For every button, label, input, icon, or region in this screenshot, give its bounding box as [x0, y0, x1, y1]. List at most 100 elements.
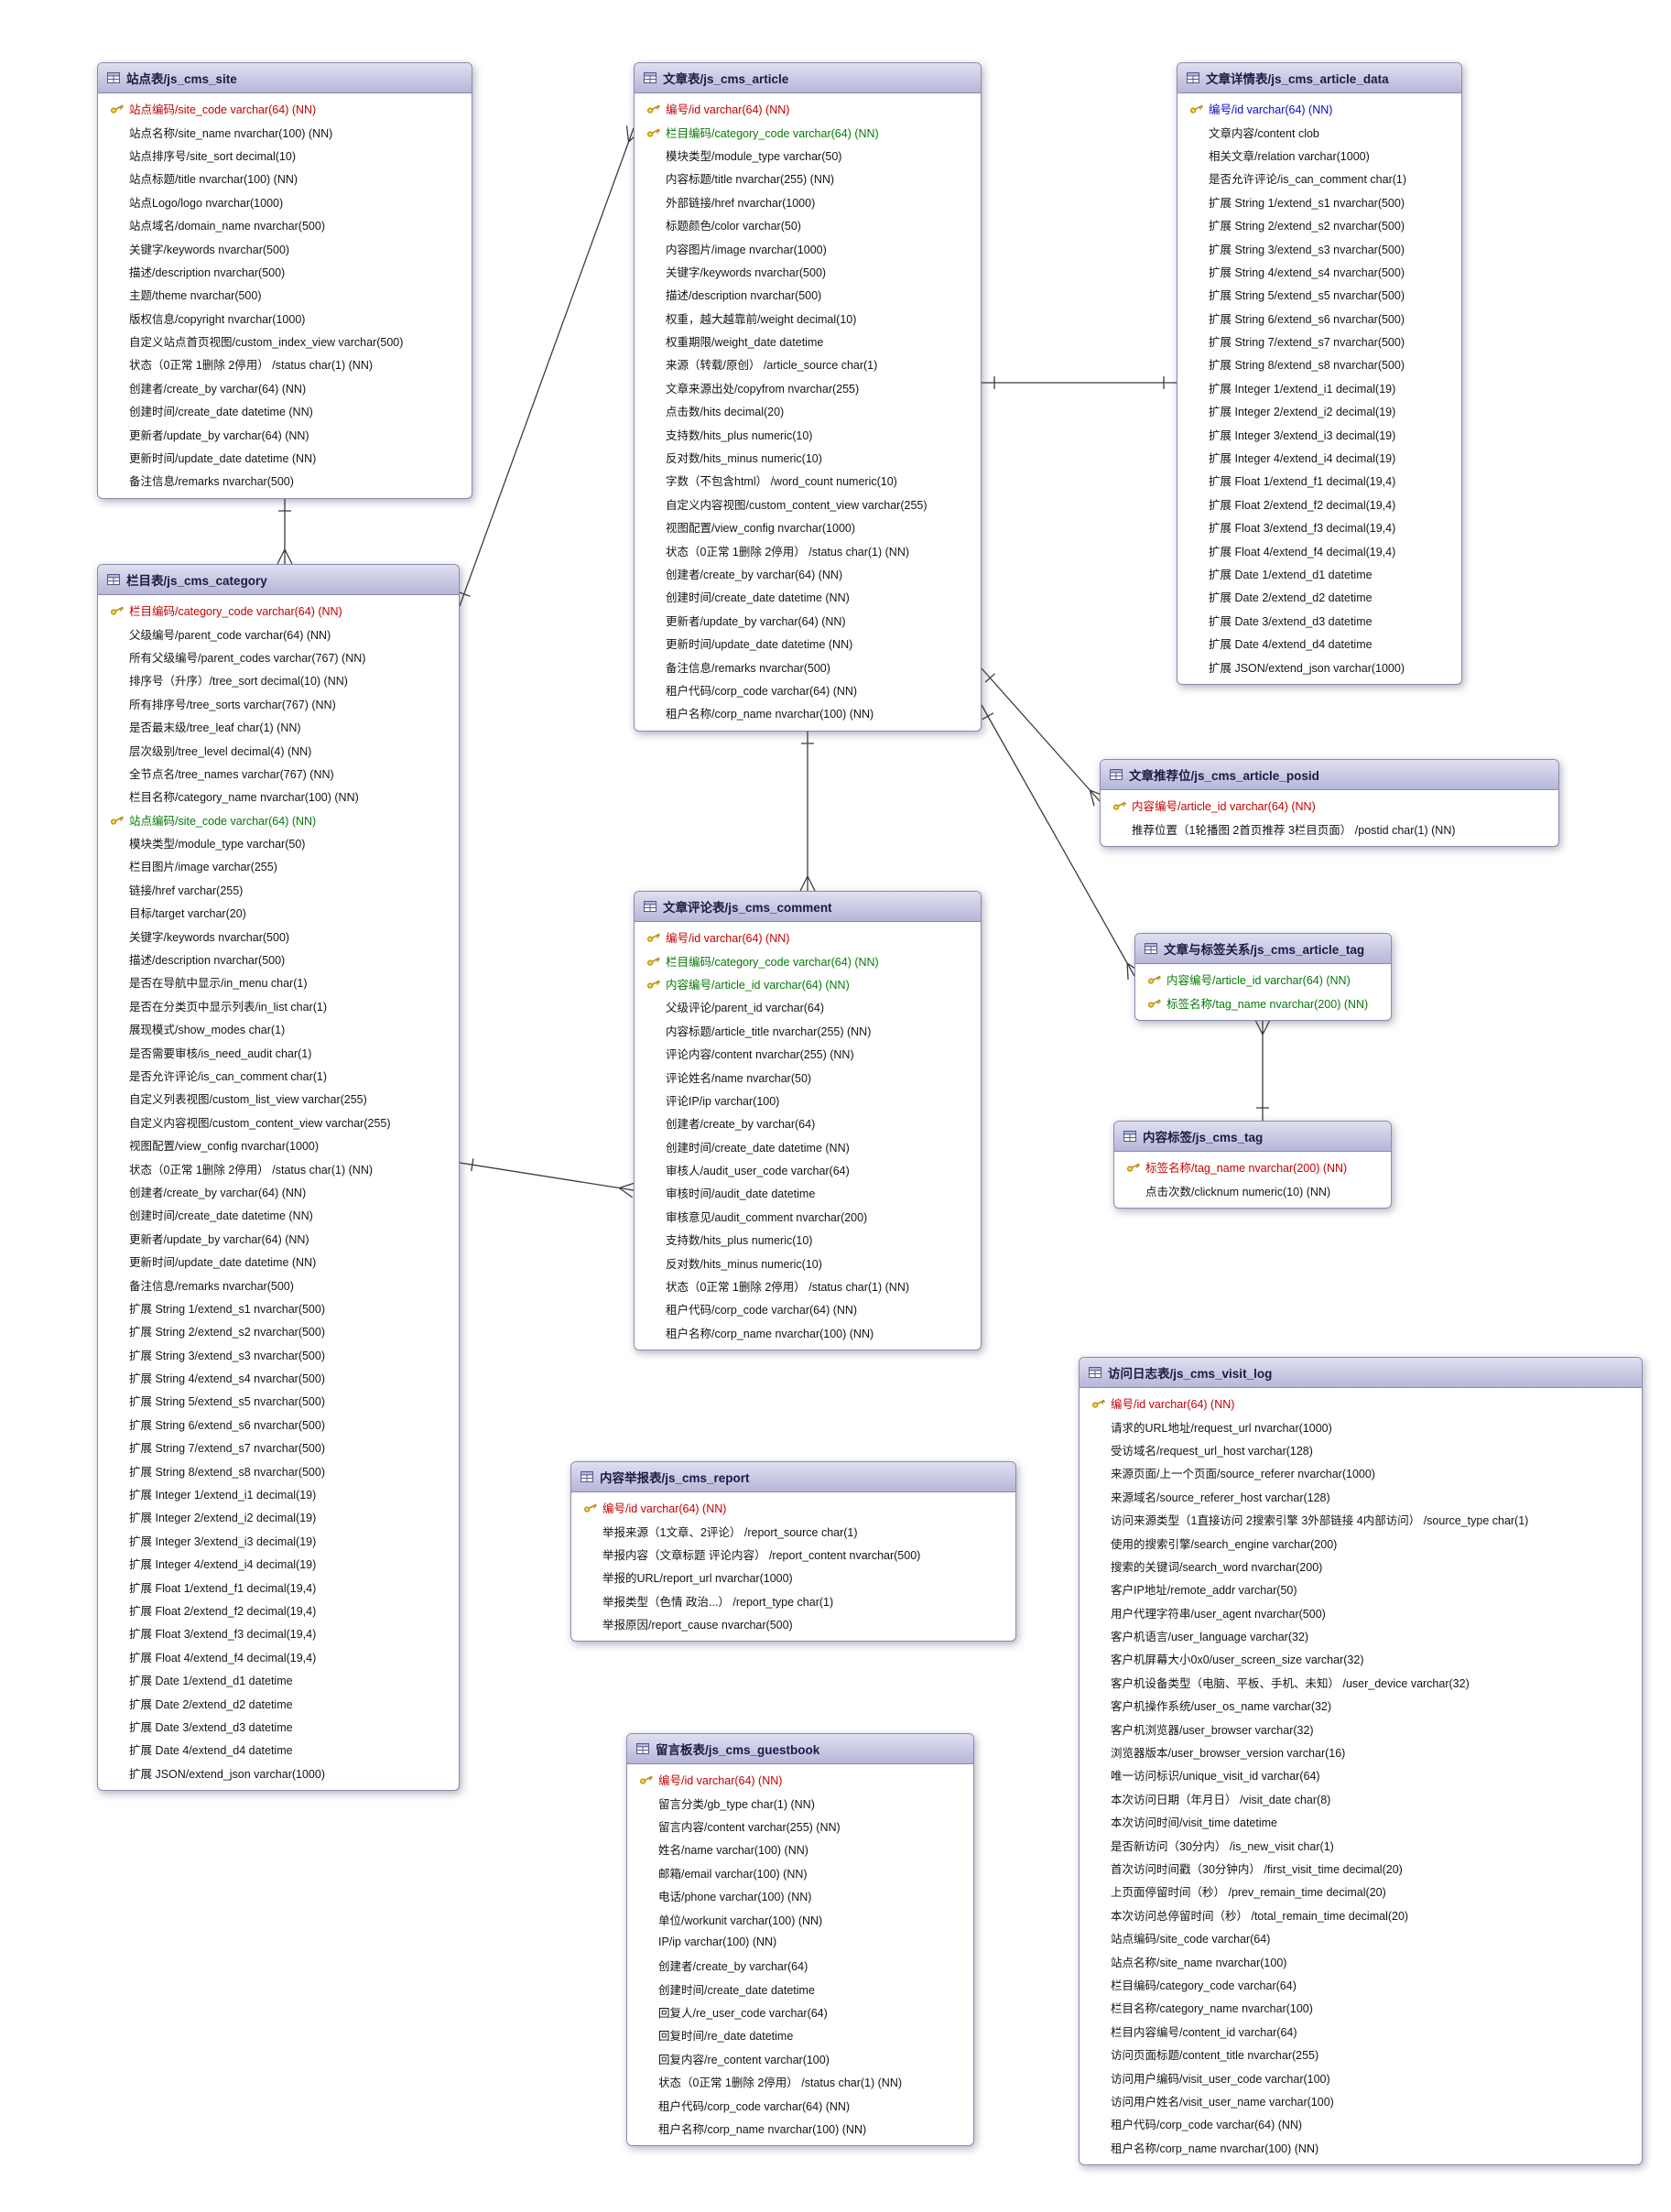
- field-row: 扩展 String 2/extend_s2 nvarchar(500): [1177, 213, 1461, 236]
- key-icon: [104, 605, 129, 615]
- field-label: 反对数/hits_minus numeric(10): [666, 1257, 822, 1271]
- field-list: 编号/id varchar(64) (NN)留言分类/gb_type char(…: [627, 1764, 973, 2140]
- field-row: 扩展 String 3/extend_s3 nvarchar(500): [1177, 236, 1461, 259]
- table-title: 栏目表/js_cms_category: [126, 574, 267, 588]
- table-header: 站点表/js_cms_site: [98, 63, 472, 93]
- table-js_cms_comment[interactable]: 文章评论表/js_cms_comment 编号/id varchar(64) (…: [634, 891, 982, 1351]
- field-list: 编号/id varchar(64) (NN)栏目编码/category_code…: [635, 93, 981, 725]
- field-row: 内容标题/title nvarchar(255) (NN): [635, 167, 981, 190]
- table-icon: [636, 1743, 649, 1754]
- table-js_cms_visit_log[interactable]: 访问日志表/js_cms_visit_log 编号/id varchar(64)…: [1079, 1357, 1643, 2165]
- table-icon: [1110, 769, 1123, 780]
- field-label: 客户机浏览器/user_browser varchar(32): [1111, 1723, 1314, 1737]
- field-label: 排序号（升序）/tree_sort decimal(10) (NN): [129, 675, 348, 689]
- table-js_cms_category[interactable]: 栏目表/js_cms_category 栏目编码/category_code v…: [97, 564, 460, 1791]
- table-js_cms_report[interactable]: 内容举报表/js_cms_report 编号/id varchar(64) (N…: [570, 1461, 1016, 1643]
- field-label: 扩展 Float 3/extend_f3 decimal(19,4): [1209, 522, 1396, 536]
- field-label: 描述/description nvarchar(500): [129, 954, 286, 968]
- field-label: 标签名称/tag_name nvarchar(200) (NN): [1145, 1162, 1348, 1176]
- field-row: 视图配置/view_config nvarchar(1000): [98, 1133, 459, 1156]
- field-label: 受访域名/request_url_host varchar(128): [1111, 1444, 1313, 1458]
- field-label: 备注信息/remarks nvarchar(500): [666, 661, 830, 675]
- field-row: 排序号（升序）/tree_sort decimal(10) (NN): [98, 668, 459, 691]
- field-label: 租户名称/corp_name nvarchar(100) (NN): [1111, 2142, 1319, 2155]
- field-label: 状态（0正常 1删除 2停用） /status char(1) (NN): [129, 359, 374, 373]
- table-js_cms_tag[interactable]: 内容标签/js_cms_tag 标签名称/tag_name nvarchar(2…: [1113, 1121, 1392, 1209]
- field-label: 自定义内容视图/custom_content_view varchar(255): [129, 1116, 391, 1130]
- field-label: 创建者/create_by varchar(64) (NN): [129, 1186, 307, 1199]
- field-row: 首次访问时间戳（30分钟内） /first_visit_time decimal…: [1080, 1857, 1642, 1880]
- field-label: 文章内容/content clob: [1209, 126, 1319, 140]
- field-label: 是否允许评论/is_can_comment char(1): [129, 1070, 328, 1083]
- field-label: 扩展 String 8/extend_s8 nvarchar(500): [1209, 359, 1405, 373]
- field-row: 留言内容/content varchar(255) (NN): [627, 1815, 973, 1838]
- field-label: 访问页面标题/content_title nvarchar(255): [1111, 2049, 1319, 2063]
- field-row: 扩展 Float 2/extend_f2 decimal(19,4): [98, 1599, 459, 1621]
- field-row: 站点标题/title nvarchar(100) (NN): [98, 167, 472, 190]
- field-label: 唯一访问标识/unique_visit_id varchar(64): [1111, 1770, 1320, 1784]
- field-row: 使用的搜索引擎/search_engine varchar(200): [1080, 1531, 1642, 1554]
- field-row: 创建者/create_by varchar(64) (NN): [635, 562, 981, 585]
- table-js_cms_article_tag[interactable]: 文章与标签关系/js_cms_article_tag 内容编号/article_…: [1134, 933, 1392, 1021]
- field-row: 父级评论/parent_id varchar(64): [635, 995, 981, 1018]
- field-row: 自定义列表视图/custom_list_view varchar(255): [98, 1087, 459, 1110]
- field-row: 栏目编码/category_code varchar(64) (NN): [635, 949, 981, 971]
- field-row: 栏目编码/category_code varchar(64): [1080, 1973, 1642, 1996]
- field-row: 扩展 Integer 1/extend_i1 decimal(19): [98, 1482, 459, 1505]
- table-js_cms_article_posid[interactable]: 文章推荐位/js_cms_article_posid 内容编号/article_…: [1100, 759, 1559, 847]
- field-row: 回复时间/re_date datetime: [627, 2023, 973, 2046]
- field-label: 标题颜色/color varchar(50): [666, 220, 801, 233]
- field-label: 状态（0正常 1删除 2停用） /status char(1) (NN): [658, 2076, 903, 2090]
- field-label: 内容图片/image nvarchar(1000): [666, 243, 827, 256]
- field-row: 评论IP/ip varchar(100): [635, 1089, 981, 1111]
- field-row: 所有排序号/tree_sorts varchar(767) (NN): [98, 692, 459, 715]
- field-label: 栏目图片/image varchar(255): [129, 861, 277, 874]
- field-label: 更新时间/update_date datetime (NN): [129, 1256, 317, 1270]
- field-row: 上页面停留时间（秒） /prev_remain_time decimal(20): [1080, 1880, 1642, 1903]
- table-header: 内容标签/js_cms_tag: [1114, 1122, 1391, 1152]
- field-row: 栏目名称/category_name nvarchar(100) (NN): [98, 785, 459, 808]
- table-js_cms_article[interactable]: 文章表/js_cms_article 编号/id varchar(64) (NN…: [634, 62, 982, 732]
- field-label: 扩展 Float 1/extend_f1 decimal(19,4): [1209, 475, 1396, 489]
- field-label: 扩展 Date 3/extend_d3 datetime: [129, 1720, 293, 1734]
- field-row: 站点编码/site_code varchar(64): [1080, 1926, 1642, 1949]
- field-row: 扩展 Date 3/extend_d3 datetime: [98, 1715, 459, 1738]
- field-label: 版权信息/copyright nvarchar(1000): [129, 312, 306, 326]
- field-row: 自定义内容视图/custom_content_view varchar(255): [98, 1111, 459, 1133]
- field-label: 扩展 Integer 2/extend_i2 decimal(19): [129, 1512, 317, 1525]
- field-row: 编号/id varchar(64) (NN): [571, 1496, 1015, 1519]
- field-row: 版权信息/copyright nvarchar(1000): [98, 307, 472, 330]
- field-row: 编号/id varchar(64) (NN): [1177, 97, 1461, 120]
- field-label: 扩展 String 8/extend_s8 nvarchar(500): [129, 1465, 325, 1479]
- field-label: 扩展 Float 1/extend_f1 decimal(19,4): [129, 1581, 317, 1595]
- field-row: 描述/description nvarchar(500): [635, 283, 981, 306]
- field-label: 内容标题/title nvarchar(255) (NN): [666, 173, 835, 187]
- field-label: 关键字/keywords nvarchar(500): [666, 266, 827, 279]
- field-label: 扩展 Integer 4/extend_i4 decimal(19): [129, 1558, 317, 1572]
- field-row: 租户名称/corp_name nvarchar(100) (NN): [635, 1321, 981, 1344]
- field-label: 客户机设备类型（电脑、平板、手机、未知） /user_device varcha…: [1111, 1676, 1470, 1690]
- field-row: 评论姓名/name nvarchar(50): [635, 1065, 981, 1088]
- field-label: 备注信息/remarks nvarchar(500): [129, 1279, 294, 1293]
- field-label: 更新者/update_by varchar(64) (NN): [129, 428, 309, 442]
- field-label: 扩展 String 6/extend_s6 nvarchar(500): [1209, 312, 1405, 326]
- field-label: 点击数/hits decimal(20): [666, 406, 785, 419]
- field-row: 编号/id varchar(64) (NN): [635, 926, 981, 949]
- field-label: 站点名称/site_name nvarchar(100) (NN): [129, 126, 333, 140]
- field-list: 标签名称/tag_name nvarchar(200) (NN)点击次数/cli…: [1114, 1152, 1391, 1202]
- table-js_cms_guestbook[interactable]: 留言板表/js_cms_guestbook 编号/id varchar(64) …: [626, 1733, 974, 2147]
- field-label: 视图配置/view_config nvarchar(1000): [129, 1140, 320, 1154]
- field-row: 扩展 Float 3/extend_f3 decimal(19,4): [98, 1621, 459, 1644]
- field-label: 编号/id varchar(64) (NN): [1209, 103, 1333, 117]
- field-label: 搜索的关键词/search_word nvarchar(200): [1111, 1560, 1323, 1574]
- field-label: 栏目编码/category_code varchar(64) (NN): [129, 605, 342, 619]
- field-label: 视图配置/view_config nvarchar(1000): [666, 522, 856, 536]
- field-row: 扩展 Integer 2/extend_i2 decimal(19): [1177, 399, 1461, 422]
- field-row: 客户机设备类型（电脑、平板、手机、未知） /user_device varcha…: [1080, 1671, 1642, 1694]
- table-js_cms_site[interactable]: 站点表/js_cms_site 站点编码/site_code varchar(6…: [97, 62, 472, 499]
- table-header: 文章表/js_cms_article: [635, 63, 981, 93]
- field-label: 扩展 String 5/extend_s5 nvarchar(500): [1209, 289, 1405, 303]
- table-icon: [581, 1471, 593, 1482]
- field-label: 站点域名/domain_name nvarchar(500): [129, 220, 325, 233]
- table-js_cms_article_data[interactable]: 文章详情表/js_cms_article_data 编号/id varchar(…: [1177, 62, 1462, 685]
